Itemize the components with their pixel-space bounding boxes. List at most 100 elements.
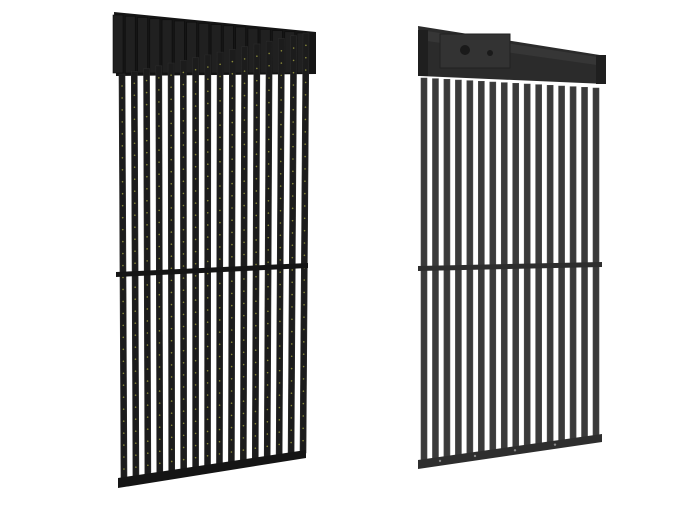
- led-dot: [304, 106, 307, 108]
- led-dot: [266, 371, 269, 374]
- led-dot: [206, 333, 209, 336]
- led-dot: [158, 257, 161, 260]
- led-dot: [218, 380, 221, 382]
- led-dot: [266, 433, 269, 435]
- led-dot: [266, 347, 269, 349]
- led-dot: [243, 131, 246, 134]
- led-dot: [243, 314, 245, 317]
- led-dot: [291, 219, 294, 222]
- led-dot: [133, 154, 136, 157]
- led-dot: [266, 420, 269, 423]
- led-dot: [231, 182, 233, 185]
- led-dot: [254, 337, 257, 339]
- led-dot: [243, 302, 245, 305]
- led-dot: [290, 417, 293, 419]
- led-dot: [194, 262, 197, 265]
- led-dot: [254, 349, 257, 352]
- led-dot: [304, 81, 307, 84]
- led-dot: [302, 353, 305, 355]
- led-dot: [231, 231, 233, 234]
- led-dot: [231, 292, 233, 295]
- led-dot: [267, 126, 270, 128]
- led-dot: [122, 432, 125, 434]
- led-dot: [158, 354, 161, 356]
- led-dot: [267, 285, 269, 288]
- led-dot: [170, 110, 172, 113]
- led-dot: [206, 309, 209, 311]
- led-dot: [255, 239, 257, 241]
- led-dot: [194, 384, 197, 386]
- led-dot: [290, 429, 293, 432]
- led-dot: [219, 136, 221, 139]
- led-dot: [255, 92, 258, 94]
- led-dot: [134, 394, 137, 396]
- led-dot: [255, 128, 258, 131]
- led-dot: [158, 462, 161, 465]
- led-dot: [280, 148, 282, 150]
- led-dot: [292, 47, 295, 49]
- led-dot: [290, 343, 293, 345]
- led-dot: [146, 224, 148, 226]
- led-dot: [242, 437, 245, 439]
- led-dot: [146, 308, 149, 310]
- led-dot: [303, 205, 306, 207]
- led-dot: [134, 406, 137, 408]
- led-dot: [219, 160, 221, 163]
- led-dot: [182, 458, 185, 461]
- led-dot: [146, 248, 148, 250]
- led-dot: [266, 335, 269, 337]
- led-dot: [303, 316, 305, 318]
- led-dot: [267, 175, 270, 178]
- led-dot: [243, 253, 245, 256]
- led-dot: [134, 346, 137, 348]
- led-dot: [194, 359, 197, 362]
- led-dot: [206, 151, 209, 153]
- led-dot: [158, 305, 161, 308]
- led-dot: [230, 378, 233, 380]
- led-dot: [304, 118, 307, 121]
- led-dot: [291, 293, 293, 296]
- led-dot: [292, 84, 295, 86]
- led-dot: [292, 96, 295, 99]
- led-dot: [158, 101, 160, 103]
- led-dot: [302, 378, 305, 380]
- led-dot: [278, 406, 281, 409]
- led-dot: [254, 435, 257, 437]
- led-dot: [182, 120, 185, 122]
- led-grille-panel-front: [112, 12, 316, 488]
- led-dot: [290, 392, 293, 395]
- led-dot: [134, 214, 136, 217]
- led-dot: [231, 134, 233, 136]
- led-dot: [230, 353, 233, 356]
- led-dot: [158, 330, 161, 332]
- led-dot: [146, 380, 149, 382]
- led-dot: [206, 430, 209, 433]
- led-dot: [243, 217, 245, 219]
- led-dot: [303, 279, 306, 281]
- led-dot: [267, 163, 270, 165]
- rail-bolt: [553, 443, 557, 446]
- led-dot: [206, 345, 209, 348]
- led-dot: [170, 74, 172, 76]
- led-dot: [255, 202, 258, 204]
- led-dot: [134, 202, 136, 205]
- connector-port: [460, 45, 470, 55]
- led-dot: [170, 195, 173, 197]
- led-dot: [219, 233, 221, 236]
- led-dot: [304, 131, 307, 133]
- led-dot: [242, 400, 245, 403]
- led-dot: [255, 275, 257, 278]
- led-dot: [158, 197, 160, 200]
- led-dot: [230, 390, 233, 392]
- led-dot: [219, 258, 221, 260]
- led-dot: [146, 175, 148, 178]
- led-dot: [207, 102, 209, 105]
- led-dot: [243, 155, 246, 158]
- led-dot: [194, 93, 197, 95]
- led-dot: [206, 260, 209, 263]
- rail-bolt: [473, 454, 477, 458]
- led-dot: [135, 454, 137, 456]
- led-dot: [219, 124, 221, 126]
- led-dot: [158, 450, 161, 453]
- led-dot: [218, 282, 221, 285]
